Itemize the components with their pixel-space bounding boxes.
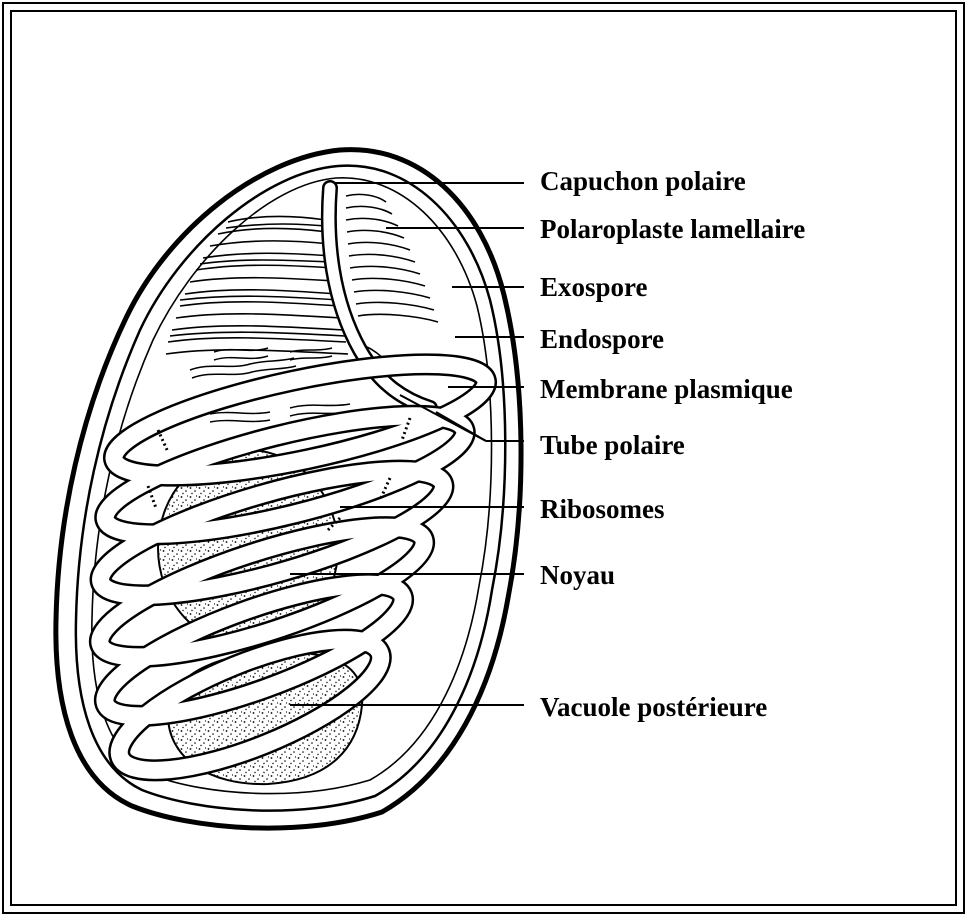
label-endospore: Endospore bbox=[540, 326, 664, 353]
label-capuchon-polaire: Capuchon polaire bbox=[540, 168, 746, 195]
label-noyau: Noyau bbox=[540, 562, 615, 589]
label-polaroplaste-lamellaire: Polaroplaste lamellaire bbox=[540, 216, 805, 243]
label-exospore: Exospore bbox=[540, 274, 648, 301]
label-membrane-plasmique: Membrane plasmique bbox=[540, 376, 793, 403]
label-ribosomes: Ribosomes bbox=[540, 496, 665, 523]
label-vacuole-posterieure: Vacuole postérieure bbox=[540, 694, 767, 721]
label-tube-polaire: Tube polaire bbox=[540, 432, 685, 459]
